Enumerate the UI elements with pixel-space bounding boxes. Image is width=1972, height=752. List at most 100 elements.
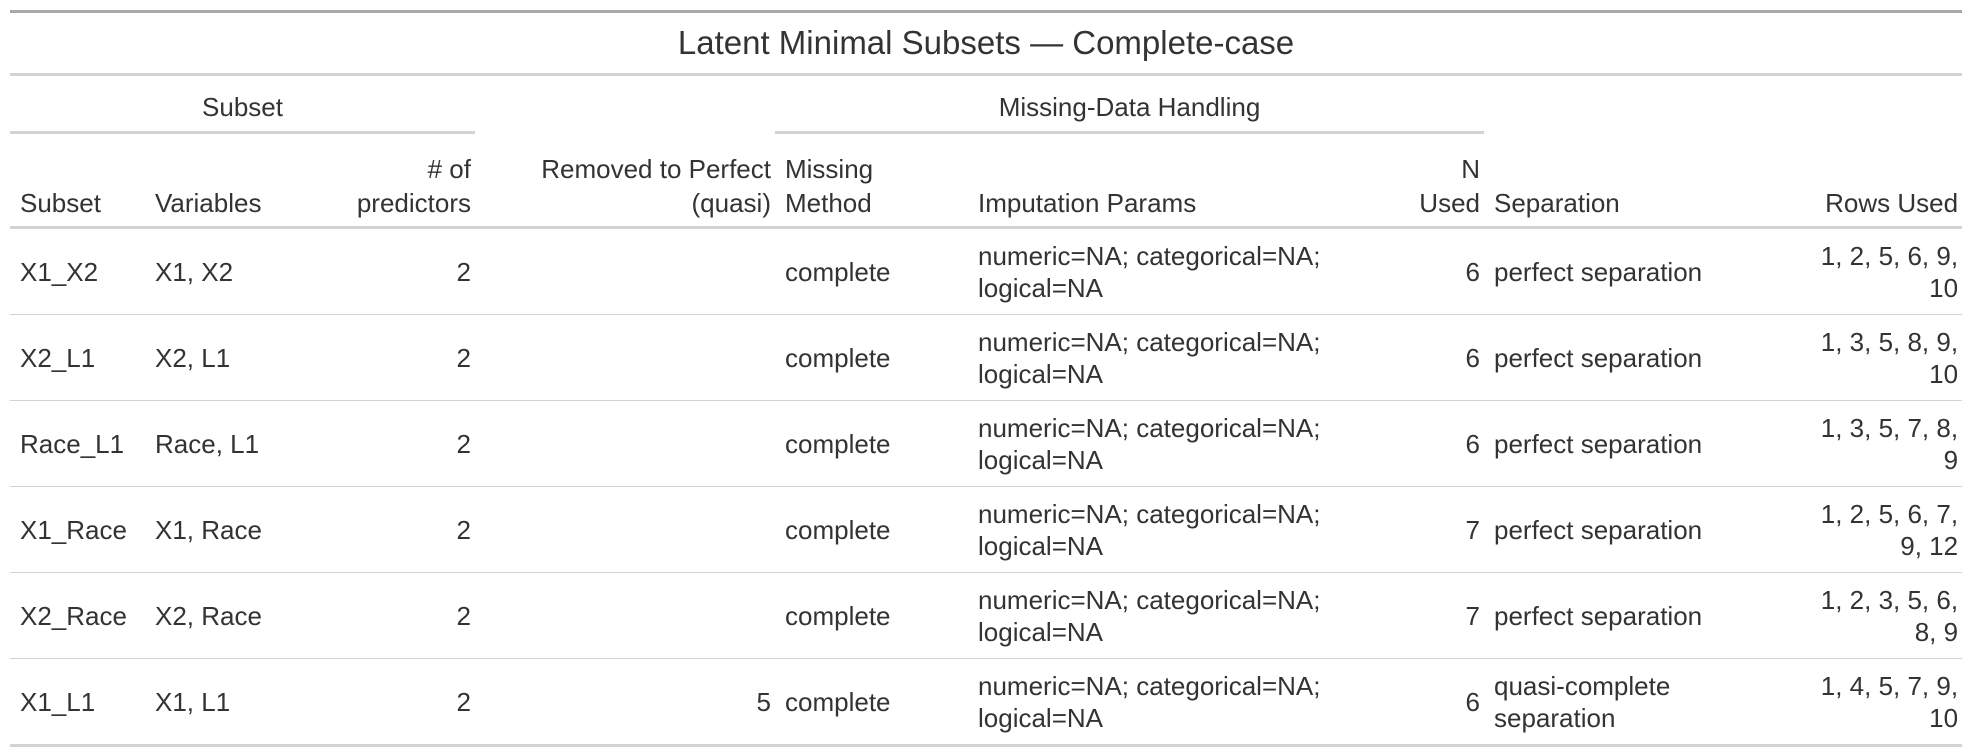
cell-method: complete bbox=[775, 486, 968, 573]
cell-rows-used-line2: 10 bbox=[1929, 358, 1959, 389]
cell-separation: perfect separation bbox=[1484, 572, 1762, 659]
table-row: Race_L1 Race, L1 2 complete numeric=NA; … bbox=[10, 400, 1963, 487]
cell-params-line2: logical=NA bbox=[978, 530, 1104, 561]
cell-params: numeric=NA; categorical=NA;logical=NA bbox=[968, 314, 1398, 401]
cell-rows-used-line2: 9 bbox=[1943, 444, 1959, 475]
cell-method: complete bbox=[775, 400, 968, 487]
col-header-n-predictors: # of predictors bbox=[315, 134, 475, 229]
cell-n-predictors: 2 bbox=[315, 486, 475, 573]
cell-variables: X1, Race bbox=[145, 486, 315, 573]
cell-removed bbox=[475, 572, 775, 659]
col-header-separation: Separation bbox=[1484, 134, 1762, 229]
table-row: X2_L1 X2, L1 2 complete numeric=NA; cate… bbox=[10, 314, 1963, 401]
table-row: X2_Race X2, Race 2 complete numeric=NA; … bbox=[10, 572, 1963, 659]
cell-separation: perfect separation bbox=[1484, 486, 1762, 573]
cell-rows-used: 1, 4, 5, 7, 9,10 bbox=[1762, 658, 1963, 747]
cell-params-line2: logical=NA bbox=[978, 444, 1104, 475]
cell-subset: Race_L1 bbox=[10, 400, 145, 487]
cell-removed bbox=[475, 400, 775, 487]
col-header-n-predictors-line2: predictors bbox=[356, 188, 471, 218]
col-header-n-used-line2: Used bbox=[1419, 188, 1480, 218]
cell-params-line1: numeric=NA; categorical=NA; bbox=[978, 498, 1321, 529]
cell-rows-used: 1, 3, 5, 8, 9,10 bbox=[1762, 314, 1963, 401]
col-header-n-used: N Used bbox=[1398, 134, 1484, 229]
cell-removed: 5 bbox=[475, 658, 775, 747]
cell-n-used: 6 bbox=[1398, 658, 1484, 747]
cell-rows-used: 1, 2, 5, 6, 9,10 bbox=[1762, 227, 1963, 315]
cell-rows-used-line2: 9, 12 bbox=[1900, 530, 1959, 561]
cell-n-used: 6 bbox=[1398, 227, 1484, 315]
cell-rows-used-line2: 10 bbox=[1929, 702, 1959, 733]
col-header-removed-line2: (quasi) bbox=[691, 188, 771, 218]
cell-method: complete bbox=[775, 314, 968, 401]
cell-rows-used-line1: 1, 4, 5, 7, 9, bbox=[1820, 670, 1959, 701]
col-header-subset: Subset bbox=[10, 134, 145, 229]
spanner-missing-label: Missing-Data Handling bbox=[775, 92, 1484, 134]
cell-removed bbox=[475, 314, 775, 401]
table-body: X1_X2 X1, X2 2 complete numeric=NA; cate… bbox=[10, 227, 1963, 747]
cell-params: numeric=NA; categorical=NA;logical=NA bbox=[968, 227, 1398, 315]
cell-params-line2: logical=NA bbox=[978, 358, 1104, 389]
table-row: X1_Race X1, Race 2 complete numeric=NA; … bbox=[10, 486, 1963, 573]
table-row: X1_L1 X1, L1 2 5 complete numeric=NA; ca… bbox=[10, 658, 1963, 747]
cell-subset: X1_L1 bbox=[10, 658, 145, 747]
cell-params-line2: logical=NA bbox=[978, 616, 1104, 647]
spanner-gap-right bbox=[1484, 75, 1962, 135]
cell-params-line2: logical=NA bbox=[978, 272, 1104, 303]
cell-n-predictors: 2 bbox=[315, 400, 475, 487]
cell-separation: perfect separation bbox=[1484, 400, 1762, 487]
col-header-removed-line1: Removed to Perfect bbox=[541, 154, 771, 184]
table-title: Latent Minimal Subsets — Complete-case bbox=[10, 10, 1963, 76]
cell-separation-line2: separation bbox=[1494, 702, 1616, 733]
cell-rows-used-line1: 1, 3, 5, 7, 8, bbox=[1820, 412, 1959, 443]
cell-n-used: 7 bbox=[1398, 486, 1484, 573]
col-header-method: Missing Method bbox=[775, 134, 968, 229]
cell-rows-used-line1: 1, 2, 5, 6, 9, bbox=[1820, 240, 1959, 271]
spanner-gap bbox=[475, 75, 775, 135]
cell-rows-used: 1, 3, 5, 7, 8,9 bbox=[1762, 400, 1963, 487]
cell-variables: X2, L1 bbox=[145, 314, 315, 401]
cell-n-predictors: 2 bbox=[315, 227, 475, 315]
cell-rows-used-line1: 1, 2, 5, 6, 7, bbox=[1820, 498, 1959, 529]
col-header-method-line1: Missing bbox=[785, 154, 874, 184]
cell-params: numeric=NA; categorical=NA;logical=NA bbox=[968, 658, 1398, 747]
spanner-subset: Subset bbox=[10, 75, 475, 134]
cell-subset: X2_L1 bbox=[10, 314, 145, 401]
cell-separation: perfect separation bbox=[1484, 227, 1762, 315]
latent-subsets-table: Latent Minimal Subsets — Complete-case S… bbox=[10, 10, 1963, 747]
cell-params-line1: numeric=NA; categorical=NA; bbox=[978, 584, 1321, 615]
cell-separation: perfect separation bbox=[1484, 314, 1762, 401]
cell-n-used: 7 bbox=[1398, 572, 1484, 659]
col-header-method-line2: Method bbox=[785, 188, 872, 218]
cell-method: complete bbox=[775, 658, 968, 747]
cell-variables: Race, L1 bbox=[145, 400, 315, 487]
spanner-subset-label: Subset bbox=[10, 92, 475, 134]
cell-params-line1: numeric=NA; categorical=NA; bbox=[978, 326, 1321, 357]
cell-separation-line1: quasi-complete bbox=[1494, 670, 1671, 701]
col-header-rows-used: Rows Used bbox=[1762, 134, 1963, 229]
cell-variables: X2, Race bbox=[145, 572, 315, 659]
cell-n-used: 6 bbox=[1398, 400, 1484, 487]
cell-params-line1: numeric=NA; categorical=NA; bbox=[978, 412, 1321, 443]
cell-rows-used-line1: 1, 3, 5, 8, 9, bbox=[1820, 326, 1959, 357]
cell-params-line1: numeric=NA; categorical=NA; bbox=[978, 240, 1321, 271]
col-header-n-predictors-line1: # of bbox=[427, 154, 471, 184]
cell-rows-used-line2: 8, 9 bbox=[1914, 616, 1959, 647]
col-header-variables: Variables bbox=[145, 134, 315, 229]
table-row: X1_X2 X1, X2 2 complete numeric=NA; cate… bbox=[10, 227, 1963, 315]
cell-params: numeric=NA; categorical=NA;logical=NA bbox=[968, 486, 1398, 573]
spanner-missing: Missing-Data Handling bbox=[775, 75, 1484, 134]
cell-method: complete bbox=[775, 572, 968, 659]
cell-params: numeric=NA; categorical=NA;logical=NA bbox=[968, 400, 1398, 487]
cell-params-line1: numeric=NA; categorical=NA; bbox=[978, 670, 1321, 701]
cell-variables: X1, X2 bbox=[145, 227, 315, 315]
col-header-params: Imputation Params bbox=[968, 134, 1398, 229]
cell-subset: X1_Race bbox=[10, 486, 145, 573]
cell-subset: X1_X2 bbox=[10, 227, 145, 315]
cell-n-predictors: 2 bbox=[315, 314, 475, 401]
cell-method: complete bbox=[775, 227, 968, 315]
cell-params-line2: logical=NA bbox=[978, 702, 1104, 733]
cell-variables: X1, L1 bbox=[145, 658, 315, 747]
cell-n-used: 6 bbox=[1398, 314, 1484, 401]
